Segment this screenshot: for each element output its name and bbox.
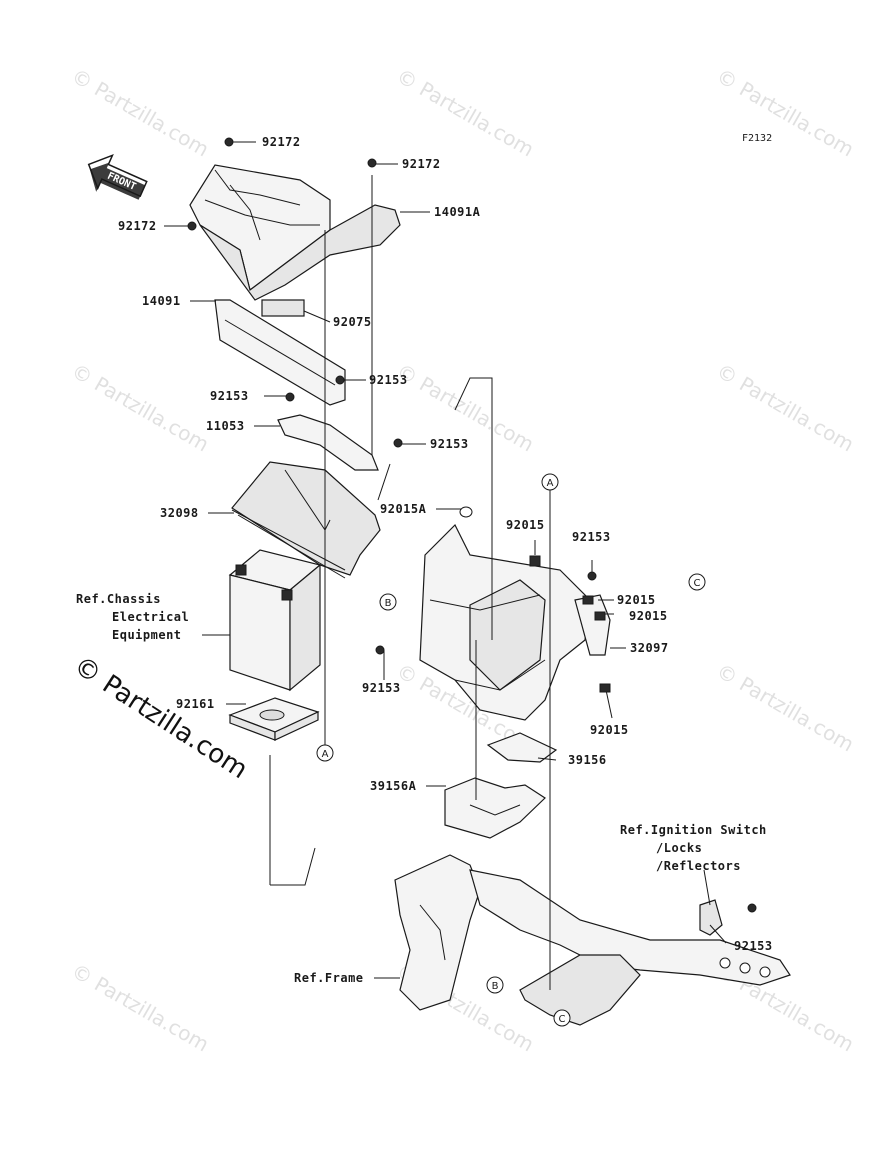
callout-A-bottom: A bbox=[316, 744, 334, 762]
reference-labels: Ref.Chassis Electrical Equipment Ref.Ign… bbox=[76, 592, 767, 985]
ref-ignition-line1: Ref.Ignition Switch bbox=[620, 823, 767, 837]
label-32098: 32098 bbox=[160, 506, 199, 520]
front-arrow-icon: FRONT bbox=[87, 153, 148, 200]
label-92172: 92172 bbox=[118, 219, 157, 233]
label-92172: 92172 bbox=[402, 157, 441, 171]
callout-B-bottom: B bbox=[486, 976, 504, 994]
watermark: © Partzilla.com bbox=[393, 64, 539, 162]
label-92015a: 92015A bbox=[380, 502, 427, 516]
watermark: © Partzilla.com bbox=[713, 64, 859, 162]
ref-ignition-line2: /Locks bbox=[656, 841, 702, 855]
label-32097: 32097 bbox=[630, 641, 669, 655]
ref-chassis-line2: Electrical bbox=[112, 610, 189, 624]
label-39156a: 39156A bbox=[370, 779, 417, 793]
svg-text:B: B bbox=[492, 981, 499, 992]
leader-lines bbox=[164, 141, 727, 990]
label-92153: 92153 bbox=[572, 530, 611, 544]
label-39156: 39156 bbox=[568, 753, 607, 767]
watermark: © Partzilla.com bbox=[713, 659, 859, 757]
bolts bbox=[187, 137, 757, 913]
ref-chassis-line3: Equipment bbox=[112, 628, 182, 642]
ref-chassis-line1: Ref.Chassis bbox=[76, 592, 161, 606]
label-14091: 14091 bbox=[142, 294, 181, 308]
cover-14091a bbox=[189, 164, 401, 301]
bracket-11053 bbox=[277, 414, 379, 471]
label-92153: 92153 bbox=[210, 389, 249, 403]
label-92015: 92015 bbox=[506, 518, 545, 532]
label-92075: 92075 bbox=[333, 315, 372, 329]
ref-ignition-line3: /Reflectors bbox=[656, 859, 741, 873]
callout-B-top: B bbox=[379, 593, 397, 611]
label-92153: 92153 bbox=[362, 681, 401, 695]
battery bbox=[228, 549, 322, 692]
label-92153: 92153 bbox=[369, 373, 408, 387]
svg-text:B: B bbox=[385, 598, 392, 609]
watermark: © Partzilla.com bbox=[68, 959, 214, 1057]
ref-frame: Ref.Frame bbox=[294, 971, 364, 985]
mats bbox=[444, 732, 558, 839]
label-11053: 11053 bbox=[206, 419, 245, 433]
callout-C-top: C bbox=[688, 573, 706, 591]
label-92161: 92161 bbox=[176, 697, 215, 711]
watermark: © Partzilla.com bbox=[68, 359, 214, 457]
watermark: © Partzilla.com bbox=[713, 359, 859, 457]
figure-code: F2132 bbox=[742, 133, 772, 144]
watermark: © Partzilla.com bbox=[68, 64, 214, 162]
callout-A-top: A bbox=[541, 473, 559, 491]
label-92172: 92172 bbox=[262, 135, 301, 149]
cover-14091 bbox=[214, 299, 346, 406]
label-92153: 92153 bbox=[734, 939, 773, 953]
part-labels: 92172 92172 92172 14091A 14091 92075 921… bbox=[118, 135, 773, 953]
callout-C-bottom: C bbox=[553, 1009, 571, 1027]
label-14091a: 14091A bbox=[434, 205, 481, 219]
label-92015: 92015 bbox=[590, 723, 629, 737]
svg-text:A: A bbox=[322, 749, 329, 760]
watermark-main: © Partzilla.com bbox=[68, 651, 253, 785]
battery-case-32097 bbox=[419, 523, 611, 721]
label-92015: 92015 bbox=[629, 609, 668, 623]
label-92153: 92153 bbox=[430, 437, 469, 451]
cover-32098 bbox=[231, 461, 381, 579]
label-92015: 92015 bbox=[617, 593, 656, 607]
svg-text:C: C bbox=[694, 578, 701, 589]
svg-text:C: C bbox=[559, 1014, 566, 1025]
tray-92161 bbox=[228, 697, 320, 741]
svg-text:A: A bbox=[547, 478, 554, 489]
